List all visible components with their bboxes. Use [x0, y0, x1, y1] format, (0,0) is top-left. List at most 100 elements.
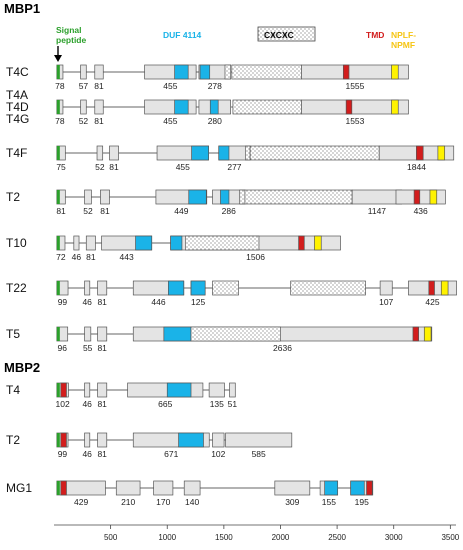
cxcxc-repeat-region	[245, 145, 251, 161]
nplf-domain-block	[314, 235, 322, 251]
signal-peptide-block	[56, 433, 60, 447]
duf-domain-block	[350, 480, 365, 496]
row-label-t2: T2	[6, 433, 20, 447]
legend-tmd: TMD	[366, 30, 384, 40]
signal-peptide-block	[56, 383, 60, 397]
segment-length-label: 436	[414, 206, 428, 216]
duf-domain-block	[178, 432, 204, 448]
segment-length-label: 107	[379, 297, 393, 307]
segment-length-label: 446	[151, 297, 165, 307]
duf-domain-block	[166, 382, 192, 398]
segment-length-label: 155	[322, 497, 336, 507]
segment-length-label: 96	[58, 343, 68, 353]
cxcxc-repeat-region	[244, 189, 353, 205]
segment-length-label: 125	[191, 297, 205, 307]
segment-length-label: 455	[176, 162, 190, 172]
nplf-domain-block	[391, 64, 399, 80]
exon-segment	[351, 189, 402, 205]
segment-length-label: 46	[82, 399, 92, 409]
duf-domain-block	[324, 480, 339, 496]
exon-segment	[208, 382, 225, 398]
segment-length-label: 286	[222, 206, 236, 216]
tmd-domain-block	[60, 382, 67, 398]
axis-tick-label: 3000	[385, 533, 403, 542]
exon-segment	[84, 326, 92, 342]
duf-domain-block	[174, 99, 189, 115]
signal-peptide-block	[56, 327, 60, 341]
tmd-domain-block	[366, 480, 373, 496]
segment-length-label: 449	[174, 206, 188, 216]
cxcxc-repeat-region	[249, 145, 380, 161]
segment-length-label: 81	[86, 252, 96, 262]
segment-length-label: 78	[55, 81, 65, 91]
exon-segment	[80, 64, 87, 80]
nplf-domain-block	[440, 280, 449, 296]
row-label-t4c: T4C	[6, 65, 29, 79]
nplf-domain-block	[437, 145, 446, 161]
axis-tick-label: 1500	[215, 533, 233, 542]
section-title-mbp2: MBP2	[4, 360, 40, 375]
signal-peptide-block	[56, 281, 60, 295]
row-label-t4a: T4A	[6, 88, 28, 102]
row-label-t4d: T4D	[6, 100, 29, 114]
signal-peptide-block	[56, 236, 60, 250]
row-label-t22: T22	[6, 281, 27, 295]
segment-length-label: 102	[56, 399, 70, 409]
exon-segment	[84, 432, 91, 448]
row-label-mg1: MG1	[6, 481, 32, 495]
row-label-t4f: T4F	[6, 146, 27, 160]
segment-length-label: 57	[79, 81, 89, 91]
exon-segment	[153, 480, 174, 496]
legend-signal-peptide-line1: Signal	[56, 25, 82, 35]
exon-segment	[379, 280, 393, 296]
exon-segment	[212, 432, 225, 448]
segment-length-label: 455	[163, 81, 177, 91]
segment-length-label: 1844	[407, 162, 426, 172]
cxcxc-repeat-region	[231, 64, 302, 80]
segment-length-label: 1553	[345, 116, 364, 126]
legend-cxcxc: CXCXC	[264, 30, 294, 40]
segment-length-label: 309	[285, 497, 299, 507]
exon-segment	[127, 382, 204, 398]
segment-length-label: 443	[120, 252, 134, 262]
row-label-t2: T2	[6, 190, 20, 204]
segment-length-label: 195	[355, 497, 369, 507]
exon-segment	[94, 64, 104, 80]
axis-tick-label: 500	[104, 533, 118, 542]
row-label-t10: T10	[6, 236, 27, 250]
duf-domain-block	[168, 280, 185, 296]
segment-length-label: 81	[97, 399, 107, 409]
legend-nplf-line2: NPMF	[391, 40, 415, 50]
signal-peptide-arrowhead	[54, 55, 62, 62]
segment-length-label: 75	[56, 162, 66, 172]
segment-length-label: 210	[121, 497, 135, 507]
exon-segment	[100, 189, 110, 205]
exon-segment	[97, 432, 108, 448]
exon-segment	[301, 99, 409, 115]
exon-segment	[97, 382, 108, 398]
segment-length-label: 81	[56, 206, 66, 216]
exon-segment	[229, 382, 236, 398]
exon-segment	[183, 480, 201, 496]
exon-segment	[80, 99, 87, 115]
segment-length-label: 585	[252, 449, 266, 459]
axis-tick-label: 3500	[441, 533, 459, 542]
cxcxc-repeat-region	[190, 326, 281, 342]
row-label-t4g: T4G	[6, 112, 29, 126]
segment-length-label: 429	[74, 497, 88, 507]
duf-domain-block	[163, 326, 192, 342]
segment-length-label: 52	[95, 162, 105, 172]
segment-length-label: 455	[163, 116, 177, 126]
cxcxc-repeat-region	[290, 280, 366, 296]
